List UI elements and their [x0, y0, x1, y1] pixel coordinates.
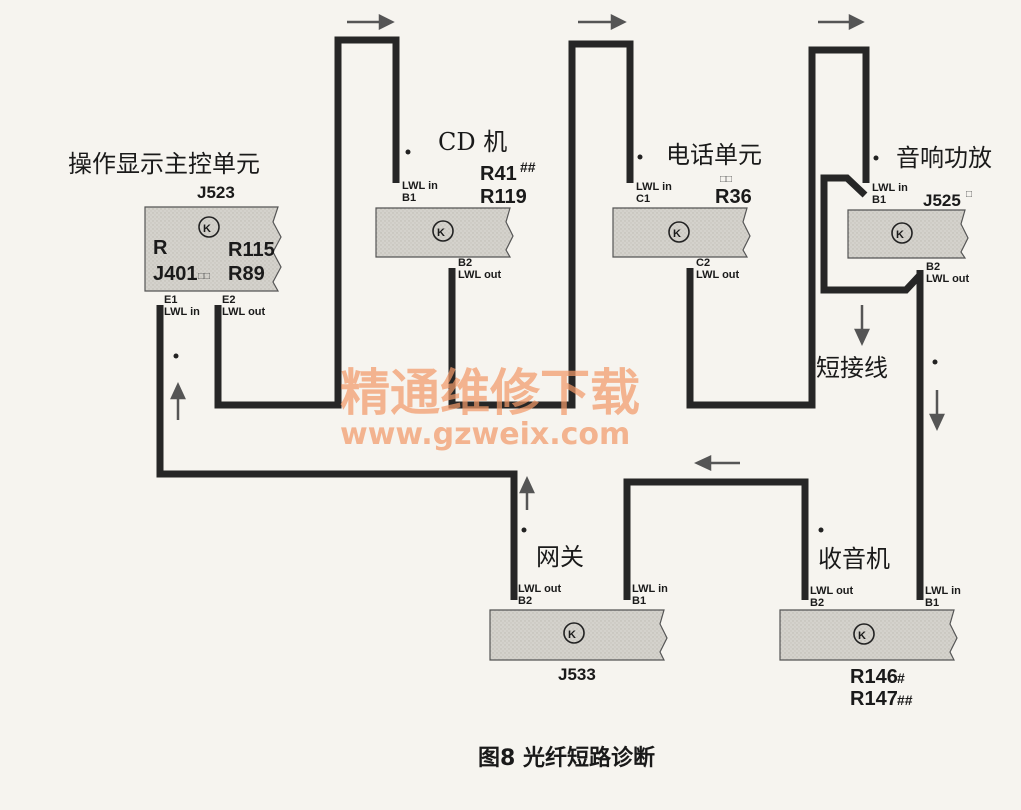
arrow-up-gateway-icon	[519, 476, 535, 510]
svg-text:K: K	[673, 228, 681, 240]
cd-pin-b2: B2	[458, 257, 472, 269]
master-pin-e2: E2	[222, 294, 235, 306]
fiber-gateway-to-master	[156, 305, 518, 600]
radio-ref-r147: R147	[850, 688, 898, 710]
fiber-cd-to-phone	[448, 40, 634, 409]
unit-radio: K	[779, 609, 958, 661]
unit-phone: K	[612, 207, 751, 258]
master-name: 操作显示主控单元	[68, 150, 260, 178]
arrow-top-cd-icon	[347, 13, 395, 31]
cd-pin-b2-label: LWL out	[458, 269, 502, 281]
svg-text:K: K	[896, 229, 904, 241]
cd-name: CD 机	[438, 128, 507, 156]
node-icon	[432, 220, 454, 242]
arrow-up-master-icon	[170, 382, 186, 420]
phone-scribble: □□	[720, 174, 732, 185]
watermark-url: www.gzweix.com	[340, 417, 630, 452]
master-id: J523	[197, 183, 235, 202]
gateway-name: 网关	[536, 543, 584, 571]
node-icon	[891, 222, 913, 244]
amp-id: J525	[923, 191, 961, 210]
radio-ref-r146: R146	[850, 666, 898, 688]
cd-ref-r119: R119	[480, 186, 527, 208]
phone-name: 电话单元	[666, 141, 762, 169]
node-icon	[668, 221, 690, 243]
master-pin-e1: E1	[164, 294, 177, 306]
fiber-master-to-cd	[214, 36, 400, 409]
cd-pin-b1-label: LWL in	[402, 180, 438, 192]
radio-name: 收音机	[818, 545, 890, 573]
master-pin-e1-label: LWL in	[164, 306, 200, 318]
radio-mark-1: #	[897, 670, 905, 686]
short-wire-label: 短接线	[816, 354, 888, 382]
gateway-pin-b2: B2	[518, 595, 532, 607]
fiber-radio-to-gateway	[623, 478, 809, 600]
unit-master: K	[144, 206, 282, 292]
short-wire	[820, 174, 924, 294]
phone-pin-c1-label: LWL in	[636, 181, 672, 193]
phone-pin-c2: C2	[696, 257, 710, 269]
arrow-top-amp-icon	[818, 13, 865, 31]
unit-gateway: K	[489, 609, 668, 661]
master-ref-r: R	[153, 237, 168, 259]
master-ref-j401: J401	[153, 263, 198, 285]
cd-ref-r41: R41	[480, 163, 517, 185]
fiber-loop	[156, 36, 924, 600]
amp-pin-b1: B1	[872, 194, 886, 206]
unit-amp: K	[847, 209, 969, 259]
figure-caption: 图8 光纤短路诊断	[478, 745, 655, 771]
signal-dots	[173, 149, 938, 533]
amp-pin-b2: B2	[926, 261, 940, 273]
node-icon	[563, 622, 585, 644]
master-scribble: □□	[198, 271, 210, 282]
cd-marks: ##	[520, 159, 536, 175]
node-icon	[853, 623, 875, 645]
amp-pin-b1-label: LWL in	[872, 182, 908, 194]
arrow-top-phone-icon	[578, 13, 627, 31]
svg-text:K: K	[568, 629, 576, 641]
arrow-left-radio-icon	[694, 455, 740, 471]
gateway-pin-b1-label: LWL in	[632, 583, 668, 595]
unit-cd: K	[375, 207, 514, 258]
radio-mark-2: ##	[897, 692, 913, 708]
master-pin-e2-label: LWL out	[222, 306, 266, 318]
direction-arrows	[170, 13, 945, 510]
cd-pin-b1: B1	[402, 192, 416, 204]
amp-pin-b2-label: LWL out	[926, 273, 970, 285]
pin-labels: E1 LWL in E2 LWL out LWL in B1 B2 LWL ou…	[164, 180, 970, 609]
fiber-phone-to-amp	[686, 46, 870, 409]
svg-text:K: K	[203, 223, 211, 235]
watermark-title: 精通维修下载	[340, 364, 640, 422]
phone-ref-r36: R36	[715, 186, 752, 208]
svg-text:K: K	[437, 227, 445, 239]
radio-pin-b2: B2	[810, 597, 824, 609]
svg-text:K: K	[858, 630, 866, 642]
amp-scribble: □	[966, 189, 972, 200]
arrow-down-short-icon	[854, 305, 870, 346]
radio-pin-b1: B1	[925, 597, 939, 609]
phone-pin-c2-label: LWL out	[696, 269, 740, 281]
gateway-pin-b1: B1	[632, 595, 646, 607]
master-ref-r89: R89	[228, 263, 265, 285]
node-icon	[198, 216, 220, 238]
arrow-down-radio-icon	[929, 390, 945, 431]
radio-pin-b1-label: LWL in	[925, 585, 961, 597]
phone-pin-c1: C1	[636, 193, 650, 205]
gateway-pin-b2-label: LWL out	[518, 583, 562, 595]
gateway-id: J533	[558, 665, 596, 684]
radio-pin-b2-label: LWL out	[810, 585, 854, 597]
amp-name: 音响功放	[896, 144, 992, 172]
master-ref-r115: R115	[228, 239, 275, 261]
